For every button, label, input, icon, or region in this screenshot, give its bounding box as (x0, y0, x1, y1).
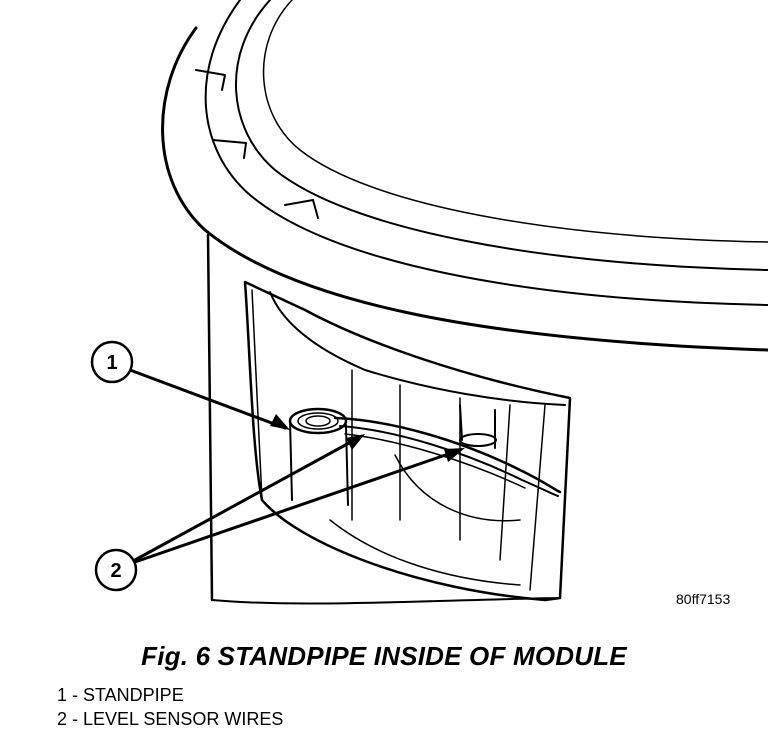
level-sensor-wire (333, 416, 562, 494)
callout-1-number: 1 (106, 352, 117, 374)
standpipe-top (288, 407, 348, 435)
legend-item: 1 - STANDPIPE (57, 685, 184, 705)
window-inner (269, 291, 566, 406)
legend-item: 2 - LEVEL SENSOR WIRES (57, 709, 284, 729)
module-rim-inner-1 (204, 0, 768, 306)
module-rim-outer (161, 26, 768, 352)
figure-caption: Fig. 6 STANDPIPE INSIDE OF MODULE (141, 641, 627, 671)
callout-2: 2 (94, 548, 138, 592)
window-outer (243, 280, 572, 602)
legend: 1 - STANDPIPE 2 - LEVEL SENSOR WIRES (57, 683, 283, 731)
module-body-bottom (211, 597, 561, 605)
figure-reference-code: 80ff7153 (676, 591, 731, 607)
module-rim-inner-3 (262, 0, 768, 243)
module-rim-inner-2 (234, 0, 768, 271)
module-body-left-edge (206, 233, 214, 602)
callout-2-number: 2 (110, 560, 121, 582)
callout-1: 1 (90, 340, 134, 384)
